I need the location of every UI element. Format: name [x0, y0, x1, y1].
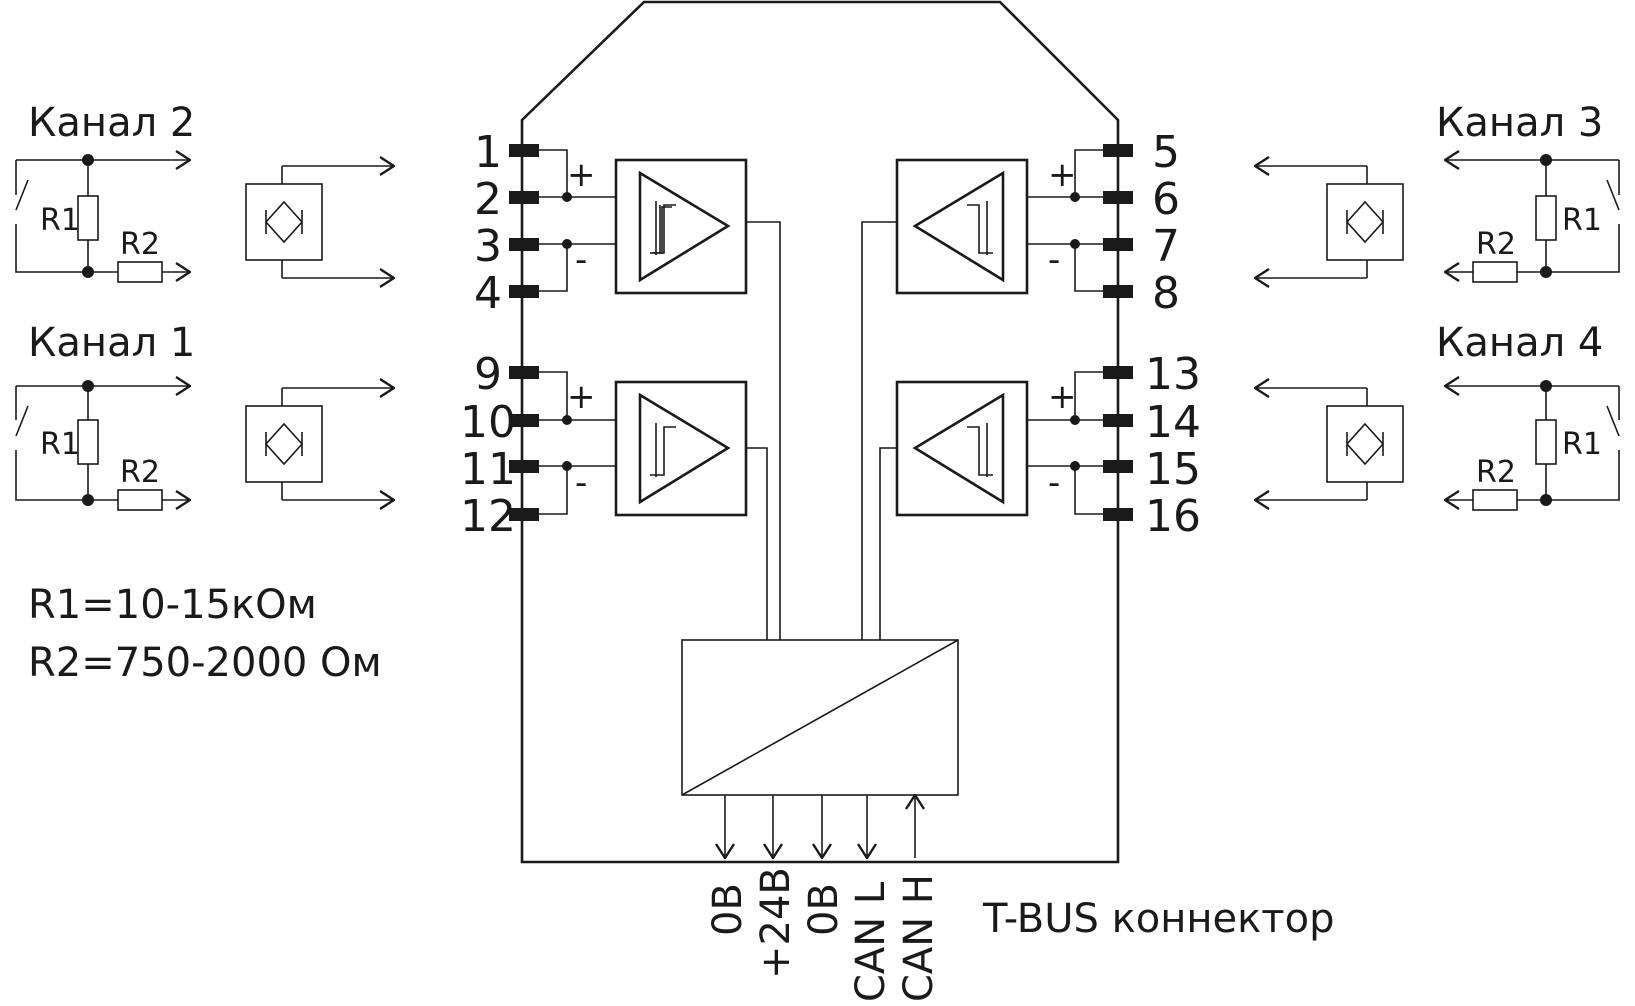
terminal-pin: [1103, 508, 1133, 521]
amplifier-ch4: [895, 380, 1029, 517]
channel-label: Канал 2: [28, 100, 195, 146]
terminal-pin: [509, 414, 539, 427]
junction-dot: [1070, 239, 1080, 249]
terminal-pin: [509, 460, 539, 473]
contact-circuit-ch1: [15, 380, 190, 511]
sensor-icon: [1255, 388, 1404, 500]
signal-wire: [879, 447, 897, 640]
sensor-icon: [245, 388, 394, 500]
pin-number: 10: [460, 397, 516, 448]
signal-wire: [746, 447, 768, 640]
terminal-pin: [509, 508, 539, 521]
terminal-pin: [509, 366, 539, 379]
pin-number: 2: [474, 174, 502, 225]
minus-sign: -: [1048, 240, 1060, 280]
terminal-pin: [509, 238, 539, 251]
junction-dot: [562, 461, 572, 471]
contact-circuit-ch4: [1445, 380, 1620, 511]
minus-sign: -: [1048, 463, 1060, 503]
pin-number: 4: [474, 268, 502, 319]
note-r1-range: R1=10-15кОм: [28, 582, 317, 628]
wire: [539, 371, 616, 421]
pin-number: 7: [1152, 221, 1180, 272]
junction-dot: [1070, 461, 1080, 471]
amplifier-ch2: [614, 158, 748, 295]
amplifier-ch3: [895, 158, 1029, 295]
wire: [539, 149, 616, 199]
terminal-pin: [1103, 414, 1133, 427]
bus-label-can-h: CAN H: [896, 874, 942, 1002]
wire: [539, 465, 616, 515]
sensor-icon: [1255, 166, 1404, 278]
contact-circuit-ch2: [15, 154, 190, 283]
plus-sign: +: [567, 377, 596, 417]
pin-number: 12: [460, 491, 516, 542]
channel-label: Канал 4: [1436, 320, 1603, 366]
resistor-label-r2: R2: [120, 455, 160, 490]
signal-wire: [746, 221, 781, 640]
pin-number: 1: [474, 127, 502, 178]
resistor-label-r1: R1: [1562, 427, 1602, 462]
bus-arrows: [725, 795, 915, 858]
junction-dot: [562, 239, 572, 249]
wire: [1027, 371, 1103, 421]
pin-number: 14: [1145, 397, 1201, 448]
resistor-label-r1: R1: [1562, 203, 1602, 238]
converter-block: [681, 639, 959, 796]
terminal-pin: [509, 144, 539, 157]
wire: [1027, 465, 1103, 515]
wire: [539, 243, 616, 292]
signal-wire: [861, 221, 897, 640]
wire: [1027, 149, 1103, 199]
bus-label-24v: +24В: [753, 867, 799, 979]
bus-label-0v: 0В: [705, 883, 751, 936]
pin-number: 5: [1152, 127, 1180, 178]
pin-number: 8: [1152, 268, 1180, 319]
minus-sign: -: [575, 463, 587, 503]
resistor-label-r1: R1: [40, 203, 80, 238]
plus-sign: +: [1048, 377, 1077, 417]
terminal-pin: [1103, 238, 1133, 251]
terminal-pin: [1103, 285, 1133, 298]
channel-label: Канал 3: [1436, 100, 1603, 146]
note-r2-range: R2=750-2000 Ом: [28, 640, 382, 686]
pin-number: 16: [1145, 491, 1201, 542]
module-housing-outline: [520, 0, 1120, 864]
resistor-label-r1: R1: [40, 427, 80, 462]
wire: [1027, 243, 1103, 292]
pin-number: 9: [474, 349, 502, 400]
pin-number: 3: [474, 221, 502, 272]
terminal-pin: [1103, 460, 1133, 473]
minus-sign: -: [575, 240, 587, 280]
resistor-label-r2: R2: [120, 227, 160, 262]
junction-dot: [562, 415, 572, 425]
pin-number: 15: [1145, 444, 1201, 495]
sensor-icon: [245, 166, 394, 278]
plus-sign: +: [1048, 155, 1077, 195]
connector-label: T-BUS коннектор: [982, 896, 1334, 942]
left-terminals: [509, 144, 539, 521]
pin-number: 11: [460, 444, 516, 495]
pin-number: 13: [1145, 349, 1201, 400]
bus-label-can-l: CAN L: [848, 881, 894, 1002]
junction-dot: [1070, 415, 1080, 425]
terminal-pin: [1103, 191, 1133, 204]
junction-dot: [1070, 192, 1080, 202]
terminal-pin: [1103, 366, 1133, 379]
channel-label: Канал 1: [28, 320, 195, 366]
plus-sign: +: [567, 155, 596, 195]
terminal-pin: [509, 285, 539, 298]
right-terminals: [1103, 144, 1133, 521]
junction-dot: [562, 192, 572, 202]
resistor-label-r2: R2: [1476, 455, 1516, 490]
bus-label-0v: 0В: [801, 883, 847, 936]
terminal-pin: [509, 191, 539, 204]
resistor-label-r2: R2: [1476, 227, 1516, 262]
amplifier-ch1: [614, 380, 748, 517]
pin-number: 6: [1152, 174, 1180, 225]
contact-circuit-ch3: [1445, 154, 1620, 283]
terminal-pin: [1103, 144, 1133, 157]
